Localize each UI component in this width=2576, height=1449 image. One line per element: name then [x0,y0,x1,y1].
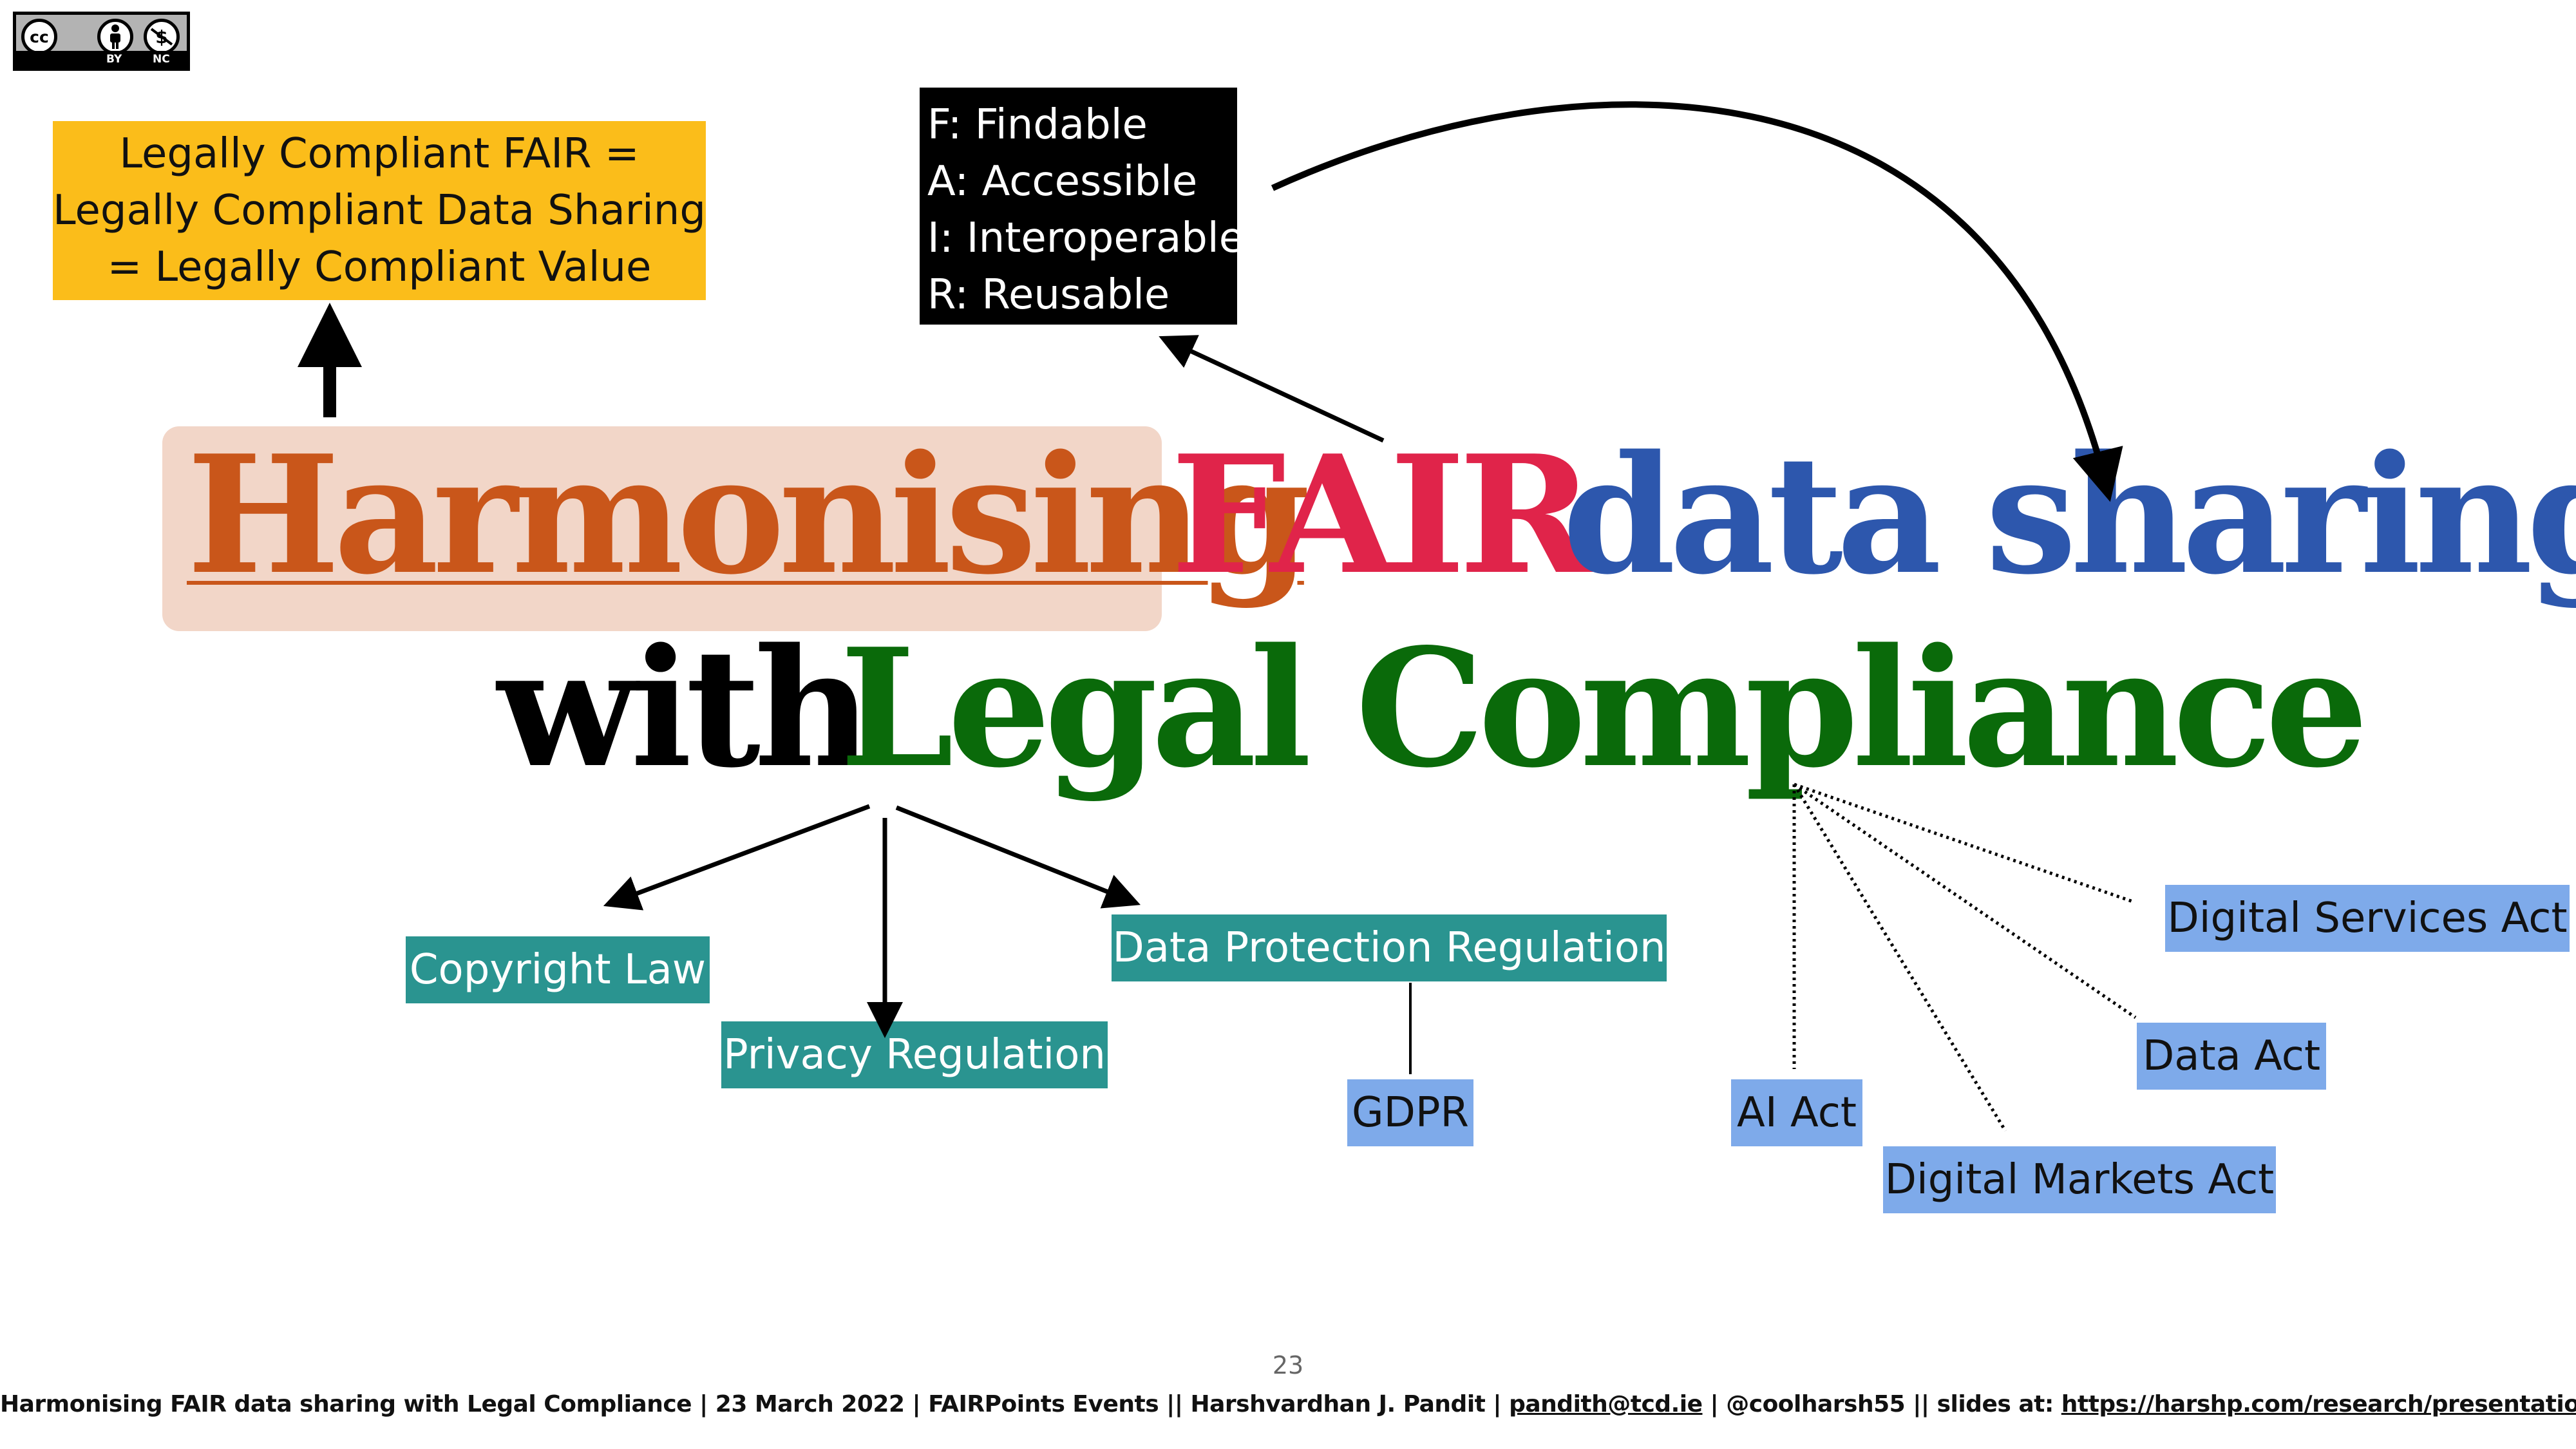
footer-prefix: Harmonising FAIR data sharing with Legal… [0,1391,1502,1417]
fair-accessible: A: Accessible [927,158,1198,205]
digital-services-act-label: Digital Services Act [2167,895,2568,942]
formula-line-3: = Legally Compliant Value [107,243,652,291]
title-data-sharing: data sharing [1562,420,2576,611]
connector-digital-markets-act [1792,783,2007,1132]
footer: Harmonising FAIR data sharing with Legal… [0,1391,2576,1417]
privacy-regulation-box: Privacy Regulation [721,1021,1108,1088]
copyright-law-label: Copyright Law [409,946,706,994]
arrow-principles-to-data-sharing [1271,101,2123,502]
ai-act-label: AI Act [1737,1089,1857,1137]
copyright-law-box: Copyright Law [406,936,710,1003]
title-with: with [497,613,872,804]
arrow-to-data-protection [895,805,1141,909]
fair-reusable: R: Reusable [927,271,1170,319]
privacy-regulation-label: Privacy Regulation [723,1031,1106,1079]
gdpr-box: GDPR [1347,1079,1473,1146]
connector-data-act [1793,782,2137,1019]
digital-markets-act-box: Digital Markets Act [1883,1146,2276,1213]
arrow-fair-to-principles [1159,335,1385,443]
fair-interoperable: I: Interoperable [927,214,1245,262]
formula-line-1: Legally Compliant FAIR = [119,130,639,178]
nc-dollar-icon: $ [144,19,180,55]
page-number: 23 [1272,1351,1304,1379]
data-act-box: Data Act [2137,1023,2326,1090]
gdpr-label: GDPR [1352,1089,1469,1137]
badge-by-label: BY [106,53,122,66]
cc-license-badge: cc $ BY NC [13,12,190,71]
data-protection-regulation-label: Data Protection Regulation [1112,924,1666,972]
digital-markets-act-label: Digital Markets Act [1884,1156,2275,1204]
title-fair: FAIR [1171,420,1594,611]
digital-services-act-box: Digital Services Act [2165,885,2570,952]
legally-compliant-formula-box: Legally Compliant FAIR = Legally Complia… [53,121,706,300]
cc-icon: cc [21,19,57,55]
footer-slides-link[interactable]: https://harshp.com/research/presentation… [2061,1391,2576,1417]
harmonising-highlight [162,426,1162,631]
badge-nc-label: NC [153,53,170,66]
connector-digital-services-act [1794,782,2134,904]
fair-principles-box: F: Findable A: Accessible I: Interoperab… [920,88,1245,325]
by-person-icon [97,19,133,55]
data-protection-regulation-box: Data Protection Regulation [1112,914,1667,981]
formula-line-2: Legally Compliant Data Sharing [53,187,706,234]
data-act-label: Data Act [2142,1032,2321,1080]
fair-findable: F: Findable [927,101,1148,149]
footer-handle: | @coolharsh55 || slides at: [1710,1391,2054,1417]
ai-act-box: AI Act [1731,1079,1862,1146]
title-legal-compliance: Legal Compliance [840,613,2369,804]
footer-email-link[interactable]: pandith@tcd.ie [1509,1391,1703,1417]
title-harmonising: Harmonising [187,420,1311,611]
arrow-to-copyright-law [603,804,871,911]
badge-strip [16,51,187,68]
